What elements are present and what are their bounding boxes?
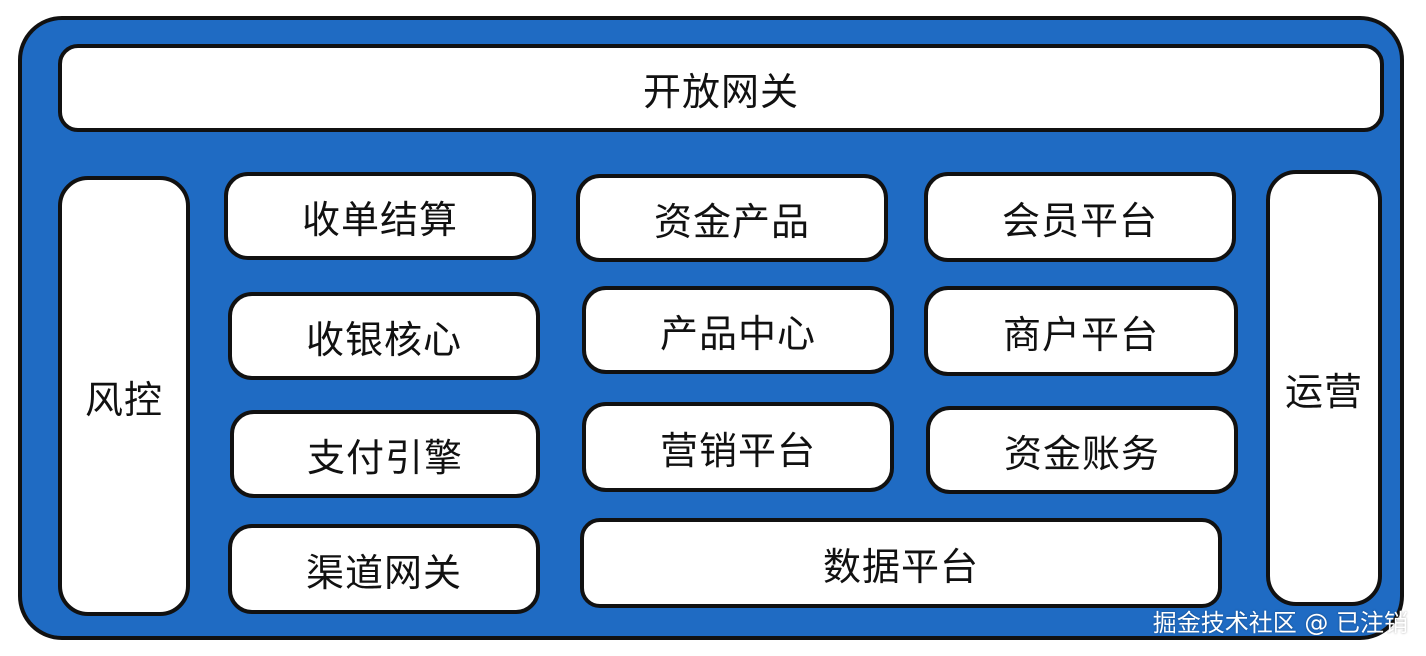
operations-label: 运营 [1284,369,1363,414]
channel-gateway-box: 渠道网关 [228,524,540,614]
fund-products-label: 资金产品 [653,199,810,244]
watermark-text: 掘金技术社区 @ 已注销 [1152,609,1408,637]
acquiring-settlement-label: 收单结算 [301,197,458,242]
member-platform-box: 会员平台 [924,172,1236,262]
operations-box: 运营 [1266,170,1382,606]
risk-control-label: 风控 [84,377,163,422]
data-platform-label: 数据平台 [822,544,979,589]
channel-gateway-label: 渠道网关 [305,550,462,595]
payment-engine-label: 支付引擎 [306,435,463,480]
merchant-platform-box: 商户平台 [924,286,1238,376]
payment-engine-box: 支付引擎 [230,410,540,498]
fund-accounting-label: 资金账务 [1003,431,1160,476]
open-gateway-label: 开放网关 [642,69,799,114]
acquiring-settlement-box: 收单结算 [224,172,536,260]
risk-control-box: 风控 [58,176,190,616]
marketing-platform-box: 营销平台 [582,402,894,492]
data-platform-box: 数据平台 [580,518,1222,608]
product-center-label: 产品中心 [659,311,816,356]
fund-products-box: 资金产品 [576,174,888,262]
product-center-box: 产品中心 [582,286,894,374]
fund-accounting-box: 资金账务 [926,406,1238,494]
cashier-core-label: 收银核心 [305,317,462,362]
merchant-platform-label: 商户平台 [1002,312,1159,357]
open-gateway-box: 开放网关 [58,44,1384,132]
marketing-platform-label: 营销平台 [659,428,816,473]
member-platform-label: 会员平台 [1001,198,1158,243]
cashier-core-box: 收银核心 [228,292,540,380]
